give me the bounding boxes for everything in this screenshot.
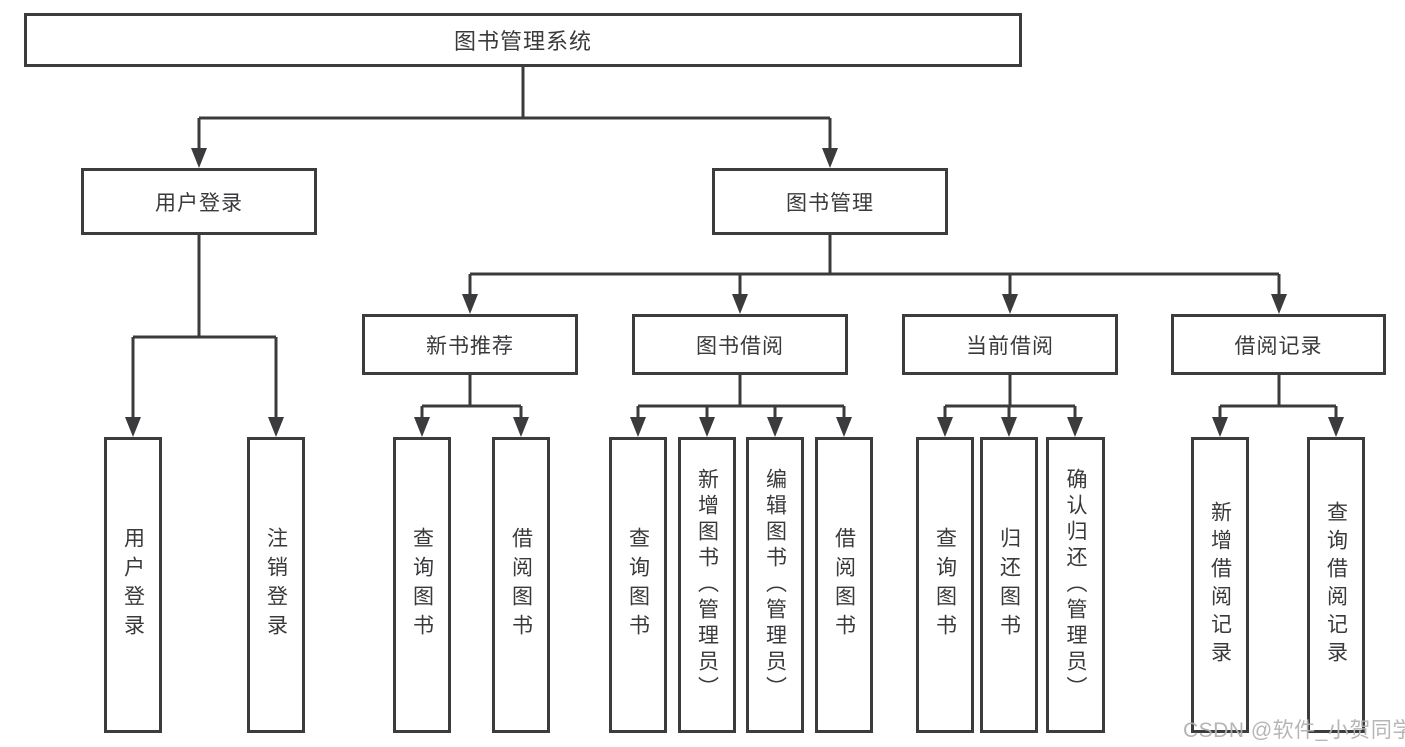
node-book-management: 图书管理 [712, 168, 948, 235]
connector-borrow-records-children [1218, 375, 1338, 421]
arrowheads [125, 148, 1344, 437]
node-leaf-confirm-return-admin-label: 确认归还（管理员） [1064, 468, 1087, 702]
node-leaf-query-books-newbooks: 查询图书 [393, 437, 451, 733]
node-current-borrowing-label: 当前借阅 [966, 334, 1054, 358]
node-book-borrowing: 图书借阅 [632, 314, 848, 375]
connector-root-to-level2 [197, 67, 832, 152]
node-current-borrowing: 当前借阅 [902, 314, 1118, 375]
node-leaf-query-borrow-record-label: 查询借阅记录 [1324, 501, 1348, 669]
node-leaf-edit-book-admin-label: 编辑图书（管理员） [763, 468, 787, 702]
node-borrowing-records-label: 借阅记录 [1234, 334, 1323, 358]
node-leaf-borrow-books-borrowing-label: 借阅图书 [832, 527, 856, 643]
connector-book-borrow-children [636, 375, 846, 421]
node-leaf-borrow-books-newbooks-label: 借阅图书 [509, 527, 533, 643]
node-book-borrowing-label: 图书借阅 [696, 334, 784, 358]
node-new-book-recommendation-label: 新书推荐 [426, 334, 514, 358]
node-leaf-user-login: 用户登录 [104, 437, 162, 733]
connector-new-books-children [420, 375, 523, 421]
node-leaf-edit-book-admin: 编辑图书（管理员） [746, 437, 804, 733]
connector-book-management-children [468, 235, 1281, 298]
node-leaf-confirm-return-admin: 确认归还（管理员） [1046, 437, 1105, 733]
node-leaf-add-borrow-record-label: 新增借阅记录 [1208, 501, 1232, 669]
node-user-login: 用户登录 [81, 168, 317, 235]
node-leaf-add-book-admin: 新增图书（管理员） [678, 437, 736, 733]
node-leaf-query-books-newbooks-label: 查询图书 [410, 527, 434, 643]
node-borrowing-records: 借阅记录 [1171, 314, 1386, 375]
node-leaf-borrow-books-borrowing: 借阅图书 [815, 437, 873, 733]
node-leaf-add-borrow-record: 新增借阅记录 [1191, 437, 1249, 733]
node-leaf-return-books: 归还图书 [980, 437, 1038, 733]
node-leaf-query-books-borrowing: 查询图书 [609, 437, 667, 733]
node-root-label: 图书管理系统 [453, 29, 592, 54]
node-leaf-borrow-books-newbooks: 借阅图书 [492, 437, 550, 733]
node-leaf-logout-label: 注销登录 [264, 527, 288, 643]
node-new-book-recommendation: 新书推荐 [362, 314, 578, 375]
connector-user-login-children [131, 235, 278, 421]
node-user-login-label: 用户登录 [155, 191, 243, 215]
node-leaf-query-books-borrowing-label: 查询图书 [626, 527, 650, 643]
node-root-library-management-system: 图书管理系统 [24, 13, 1022, 67]
csdn-watermark: CSDN @软件_小贺同学 [1183, 719, 1405, 742]
node-leaf-return-books-label: 归还图书 [997, 527, 1021, 643]
node-leaf-user-login-label: 用户登录 [121, 527, 145, 643]
node-leaf-logout: 注销登录 [247, 437, 305, 733]
node-leaf-query-books-current-label: 查询图书 [933, 527, 957, 643]
node-book-management-label: 图书管理 [786, 191, 874, 215]
node-leaf-add-book-admin-label: 新增图书（管理员） [695, 468, 719, 702]
node-leaf-query-books-current: 查询图书 [916, 437, 974, 733]
node-leaf-query-borrow-record: 查询借阅记录 [1307, 437, 1365, 733]
connector-current-borrow-children [943, 375, 1077, 421]
